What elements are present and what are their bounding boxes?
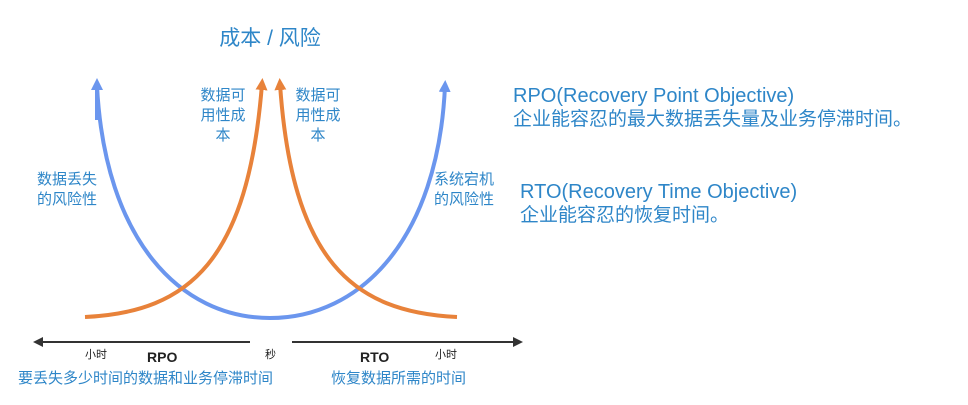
axis-seconds: 秒	[265, 349, 276, 361]
axis-rpo-label: RPO	[147, 349, 178, 365]
axis-left-hours: 小时	[85, 349, 107, 361]
cost-curve-orange-right	[274, 78, 458, 319]
rpo-definition-body: 企业能容忍的最大数据丢失量及业务停滞时间。	[513, 109, 913, 130]
downtime-risk-label: 系统宕机 的风险性	[434, 171, 495, 208]
availability-cost-label-left: 数据可 用性成 本	[200, 87, 246, 144]
risk-curve-blue	[95, 80, 451, 321]
rpo-definition-heading: RPO(Recovery Point Objective)	[513, 85, 795, 107]
rto-definition-body: 企业能容忍的恢复时间。	[520, 205, 730, 226]
rto-definition-heading: RTO(Recovery Time Objective)	[520, 181, 798, 203]
rto-caption: 恢复数据所需的时间	[331, 370, 467, 387]
rto-definition: RTO(Recovery Time Objective) 企业能容忍的恢复时间。	[520, 180, 797, 228]
rpo-definition: RPO(Recovery Point Objective) 企业能容忍的最大数据…	[513, 84, 912, 132]
axis-rto-label: RTO	[360, 349, 390, 365]
rpo-caption: 要丢失多少时间的数据和业务停滞时间	[18, 370, 274, 387]
data-loss-risk-label: 数据丢失 的风险性	[37, 171, 98, 208]
availability-cost-label-right: 数据可 用性成 本	[295, 87, 341, 144]
cost-curve-orange-left	[84, 78, 268, 319]
diagram-title: 成本 / 风险	[219, 27, 321, 50]
axis-right-hours: 小时	[435, 349, 457, 361]
